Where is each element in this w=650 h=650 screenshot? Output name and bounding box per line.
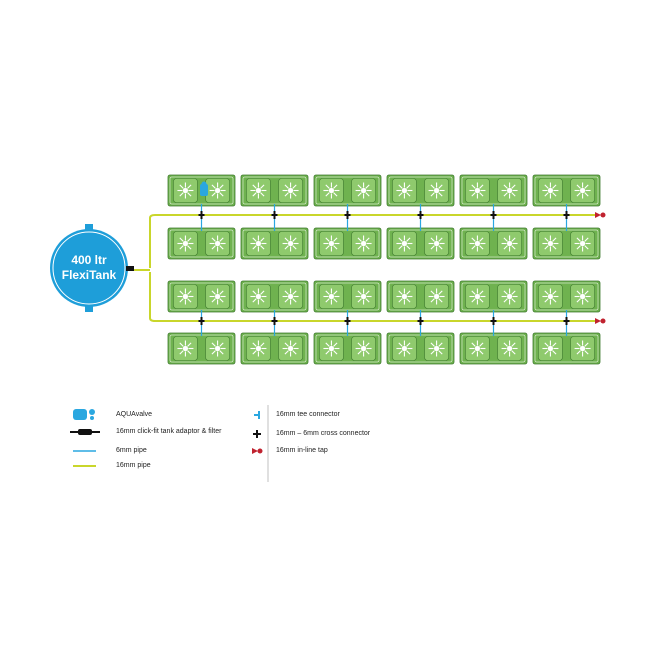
inline-tap-upper [595, 212, 606, 218]
inline-tap-icon [252, 448, 263, 454]
dripper-connection [344, 310, 351, 336]
dripper-connection [490, 204, 497, 231]
legend-label-tank-adaptor: 16mm click-fit tank adaptor & filter [116, 428, 222, 435]
legend-label-inline-tap: 16mm in-line tap [276, 447, 328, 454]
legend-label-16mm-pipe: 16mm pipe [116, 462, 151, 469]
legend-label-aquavalve: AQUAvalve [116, 411, 153, 418]
grow-tray [386, 280, 455, 313]
dripper-connection [344, 204, 351, 231]
grow-tray [532, 332, 601, 365]
grow-tray [313, 280, 382, 313]
grow-tray [313, 227, 382, 260]
tank-label-line1: 400 ltr [71, 253, 107, 267]
grow-tray [386, 174, 455, 207]
grow-tray [167, 227, 236, 260]
dripper-connection [563, 204, 570, 231]
aquavalve-icon [73, 409, 95, 420]
dripper-connection [490, 310, 497, 336]
grow-tray [459, 332, 528, 365]
aquavalve-icon [200, 181, 208, 196]
legend-label-cross-connector: 16mm – 6mm cross connector [276, 430, 371, 437]
dripper-connection [271, 310, 278, 336]
grow-tray [240, 227, 309, 260]
tray-grid [167, 174, 601, 365]
dripper-connection [271, 204, 278, 231]
pipe-16mm-upper [149, 214, 598, 268]
grow-tray [459, 174, 528, 207]
grow-tray [459, 227, 528, 260]
grow-tray [240, 332, 309, 365]
grow-tray [167, 280, 236, 313]
grow-tray [240, 280, 309, 313]
grow-tray [532, 174, 601, 207]
legend-icons [70, 405, 269, 482]
legend-label-6mm-pipe: 6mm pipe [116, 447, 147, 454]
dripper-connection [198, 204, 205, 231]
grow-tray [532, 227, 601, 260]
tank-adaptor-filter-icon [70, 429, 100, 435]
grow-tray [532, 280, 601, 313]
pipe-16mm-lower [149, 272, 598, 322]
cross-connector-icon [253, 430, 261, 438]
grow-tray [459, 280, 528, 313]
grow-tray [386, 332, 455, 365]
dripper-connection [417, 204, 424, 231]
grow-tray [386, 227, 455, 260]
inline-taps [595, 212, 606, 324]
grow-tray [167, 332, 236, 365]
inline-tap-lower [595, 318, 606, 324]
grow-tray [313, 332, 382, 365]
drip-lines [198, 204, 570, 336]
dripper-connection [417, 310, 424, 336]
tee-connector-icon [254, 411, 260, 419]
dripper-connection [198, 310, 205, 336]
grow-tray [240, 174, 309, 207]
grow-tray [313, 174, 382, 207]
tank-label-line2: FlexiTank [62, 268, 117, 282]
dripper-connection [563, 310, 570, 336]
legend-label-tee-connector: 16mm tee connector [276, 411, 340, 418]
flexitank: 400 ltr FlexiTank [50, 224, 134, 312]
